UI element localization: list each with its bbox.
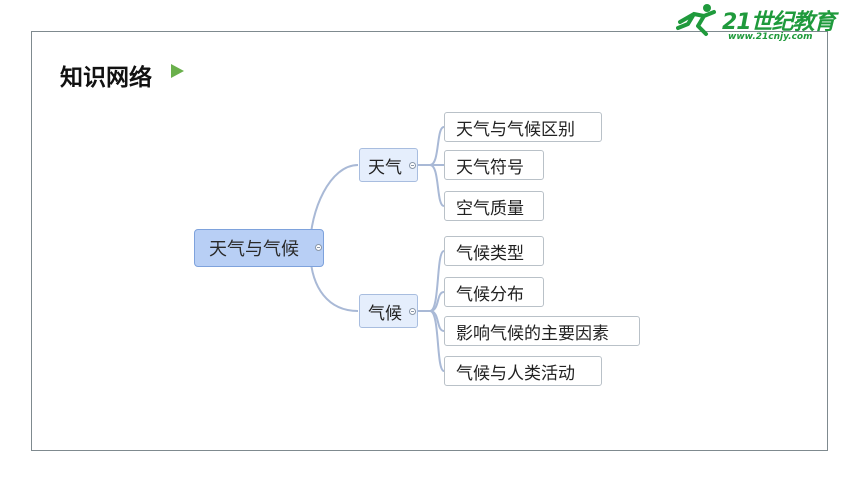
connector-weather-1 (418, 126, 445, 166)
collapse-toggle-icon[interactable] (315, 244, 322, 251)
leaf-node[interactable]: 气候类型 (444, 236, 544, 266)
connector-weather-3 (418, 164, 445, 207)
connector-climate-3 (418, 310, 445, 332)
runner-icon (676, 4, 716, 36)
leaf-node[interactable]: 气候分布 (444, 277, 544, 307)
brand-url[interactable]: www.21cnjy.com (728, 32, 813, 42)
play-triangle-icon (171, 64, 184, 78)
brand-logo: 21世纪教育 www.21cnjy.com (676, 2, 848, 44)
leaf-node[interactable]: 空气质量 (444, 191, 544, 221)
connector-climate-4 (418, 310, 445, 372)
slide-title: 知识网络 (60, 65, 152, 91)
collapse-toggle-icon[interactable] (409, 162, 416, 169)
connector-climate-2 (418, 291, 445, 312)
connector-climate-1 (418, 250, 445, 312)
leaf-node[interactable]: 天气符号 (444, 150, 544, 180)
slide-frame (31, 31, 828, 451)
collapse-toggle-icon[interactable] (409, 308, 416, 315)
branch-node-weather[interactable]: 天气 (359, 148, 418, 182)
leaf-node[interactable]: 天气与气候区别 (444, 112, 602, 142)
mindmap-root-node[interactable]: 天气与气候 (194, 229, 324, 267)
brand-name: 21世纪教育 (722, 10, 836, 35)
leaf-node[interactable]: 气候与人类活动 (444, 356, 602, 386)
leaf-node[interactable]: 影响气候的主要因素 (444, 316, 640, 346)
branch-node-climate[interactable]: 气候 (359, 294, 418, 328)
